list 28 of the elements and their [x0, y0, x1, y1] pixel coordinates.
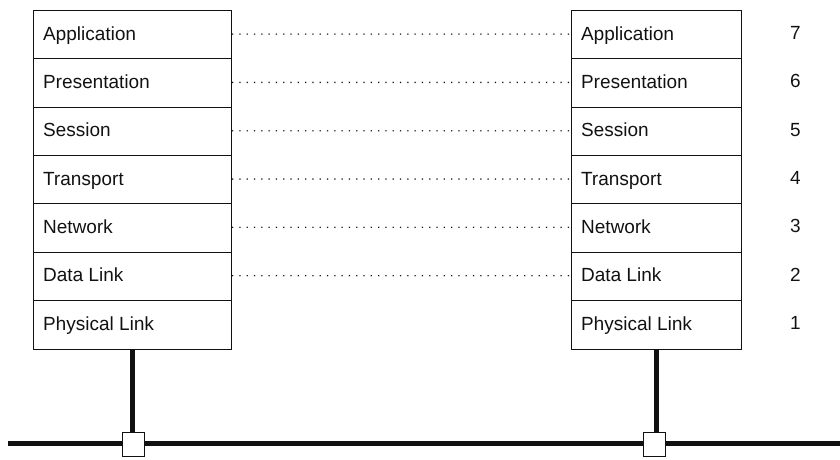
layer-box: Session: [571, 106, 742, 156]
layer-number: 5: [790, 120, 801, 142]
layer-box: Transport: [33, 154, 232, 205]
layer-number: 1: [790, 312, 801, 335]
bus-line: [8, 441, 122, 446]
junction-square: [643, 432, 666, 456]
bus-line: [666, 441, 840, 446]
layer-box: Presentation: [33, 58, 232, 108]
layer-number: 4: [790, 168, 801, 190]
layer-box: Physical Link: [33, 300, 232, 350]
layer-number: 7: [790, 23, 801, 46]
layer-box: Application: [33, 10, 232, 60]
layer-box: Presentation: [571, 58, 742, 108]
layer-box: Data Link: [33, 252, 232, 302]
layer-box: Network: [571, 203, 742, 253]
layer-box: Physical Link: [571, 300, 742, 350]
layer-box: Session: [33, 106, 232, 156]
layer-number: 3: [790, 216, 801, 238]
thick-line: [654, 348, 659, 432]
layer-box: Network: [33, 203, 232, 253]
thick-line: [145, 441, 643, 446]
layer-box: Application: [571, 10, 742, 60]
thick-line: [130, 348, 135, 432]
layer-number: 2: [790, 264, 801, 287]
junction-square: [122, 432, 145, 456]
layer-box: Data Link: [571, 252, 742, 302]
layer-box: Transport: [571, 154, 742, 205]
layer-number: 6: [790, 71, 801, 94]
